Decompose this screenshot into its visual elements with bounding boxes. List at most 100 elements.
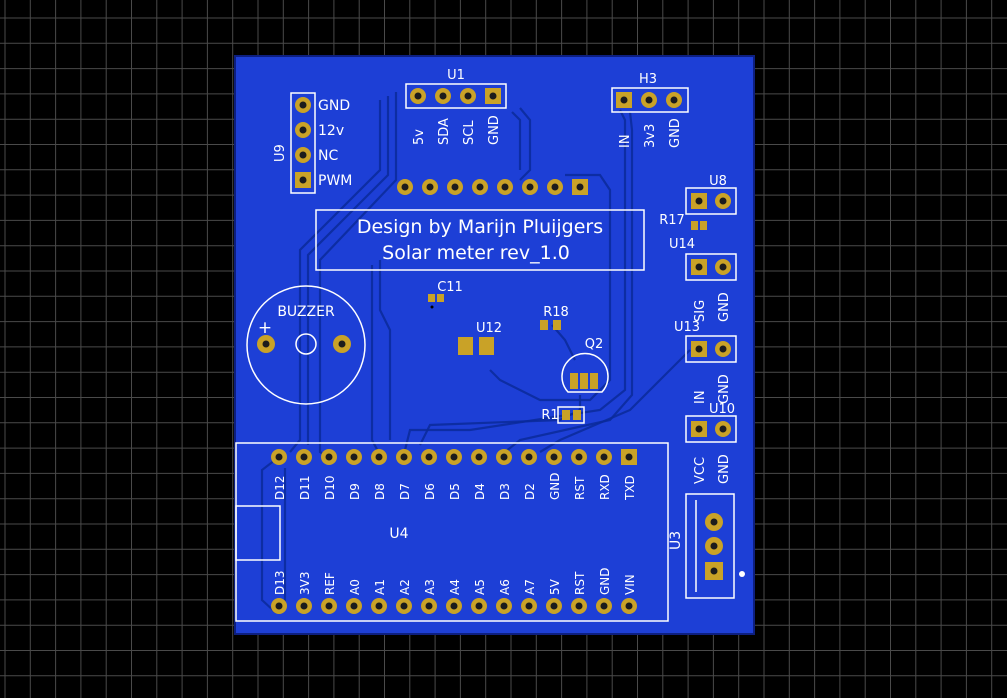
u8-label: U8 [709, 174, 727, 189]
u10-outline [685, 415, 737, 443]
u3-pad-2-hole [710, 567, 718, 575]
u9-pad-1-hole [299, 126, 307, 134]
q2-outline [561, 352, 609, 393]
u9-pin-label: GND [318, 98, 350, 114]
buzzer-component: BUZZER + [246, 285, 366, 405]
u13-pins: IN GND [691, 341, 732, 404]
u4-bottom-pin-label: D13 [273, 570, 287, 595]
r1-pad-a [562, 410, 570, 420]
u4-bottom-pin-label: 3V3 [298, 572, 312, 595]
u3-pad-0-hole [710, 518, 718, 526]
u14-pad-1-hole [719, 263, 727, 271]
r1-label: R1 [541, 408, 558, 423]
r18-label: R18 [543, 305, 569, 320]
u4-top-pin-label: D5 [448, 483, 462, 500]
u4-top-pin-label: D10 [323, 475, 337, 500]
q2-pad-3 [590, 373, 598, 389]
u4-top-pad-7-hole [450, 453, 458, 461]
header8-pad-0-hole [401, 183, 409, 191]
u1-pad-2-hole [464, 92, 472, 100]
u3-pad-1-hole [710, 542, 718, 550]
header8-pad-2-hole [451, 183, 459, 191]
buzzer-pad-minus-hole [338, 340, 346, 348]
u13-pin-label: GND [717, 374, 732, 404]
buzzer-pad-plus-hole [262, 340, 270, 348]
header8-pad-6-hole [551, 183, 559, 191]
u3-pin1-marker [739, 571, 745, 577]
u10-pin-label: GND [717, 454, 732, 484]
u4-top-pad-3-hole [350, 453, 358, 461]
u1-outline [405, 83, 507, 109]
u9-pad-2-hole [299, 151, 307, 159]
u4-top-pin-label: GND [548, 472, 562, 500]
header8-pad-7-hole [576, 183, 584, 191]
u4-bottom-pad-13-hole [600, 602, 608, 610]
u4-top-pin-label: D3 [498, 483, 512, 500]
h3-pad-0-hole [620, 96, 628, 104]
h3-pin-label: IN [618, 134, 633, 148]
c11-label: C11 [437, 280, 463, 295]
u4-bottom-pin-label: 5V [548, 578, 562, 595]
u14-pin-label: SIG [693, 300, 708, 322]
r18-pad-b [553, 320, 561, 330]
u4-bottom-pin-label: A3 [423, 579, 437, 595]
u3-label: U3 [668, 531, 684, 550]
q2-pad-2 [580, 373, 588, 389]
u8-pad-1-hole [719, 197, 727, 205]
r17-pad-a [691, 221, 698, 230]
u4-bottom-pad-6-hole [425, 602, 433, 610]
h3-pad-1-hole [645, 96, 653, 104]
title-line-1: Design by Marijn Pluijgers [357, 216, 603, 238]
header8-pad-4-hole [501, 183, 509, 191]
u4-bottom-pin-label: A1 [373, 579, 387, 595]
u1-pad-3-hole [489, 92, 497, 100]
buzzer-outline [246, 285, 366, 405]
u4-top-pad-2-hole [325, 453, 333, 461]
u1-pad-0-hole [414, 92, 422, 100]
u8-pins [691, 193, 731, 209]
u4-top-pad-12-hole [575, 453, 583, 461]
u4-top-pad-11-hole [550, 453, 558, 461]
u4-top-pin-label: D9 [348, 483, 362, 500]
copper-traces [260, 92, 691, 613]
header8-pad-1-hole [426, 183, 434, 191]
title-block: Design by Marijn Pluijgers Solar meter r… [315, 209, 645, 271]
c11-pad-b [437, 294, 444, 302]
u4-top-pad-14-hole [625, 453, 633, 461]
u4-top-pad-9-hole [500, 453, 508, 461]
r17-pad-b [700, 221, 707, 230]
u1-label: U1 [447, 68, 465, 83]
u10-label: U10 [709, 402, 735, 417]
buzzer-plus: + [258, 318, 272, 338]
u4-top-pad-8-hole [475, 453, 483, 461]
u4-top-pin-label: D2 [523, 483, 537, 500]
u4-bottom-pin-label: GND [598, 567, 612, 595]
u3-pins [705, 513, 723, 580]
u4-bottom-pin-label: A0 [348, 579, 362, 595]
u4-usb-outline [235, 505, 281, 561]
u4-bottom-pad-12-hole [575, 602, 583, 610]
u4-top-pin-label: TXD [623, 475, 637, 501]
r1-resistor: R1 [541, 406, 585, 424]
u13-pin-label: IN [693, 390, 708, 404]
q2-transistor: Q2 [561, 337, 609, 393]
u4-bottom-pin-label: VIN [623, 574, 637, 595]
u12-label: U12 [476, 321, 502, 336]
u4-label: U4 [389, 526, 408, 542]
u3-terminal-block: U3 [668, 493, 745, 599]
header8-pad-5-hole [526, 183, 534, 191]
h3-pin-label: 3v3 [643, 124, 658, 148]
u1-pin-label: SDA [437, 118, 452, 145]
title-box [315, 209, 645, 271]
buzzer-label: BUZZER [277, 304, 335, 320]
